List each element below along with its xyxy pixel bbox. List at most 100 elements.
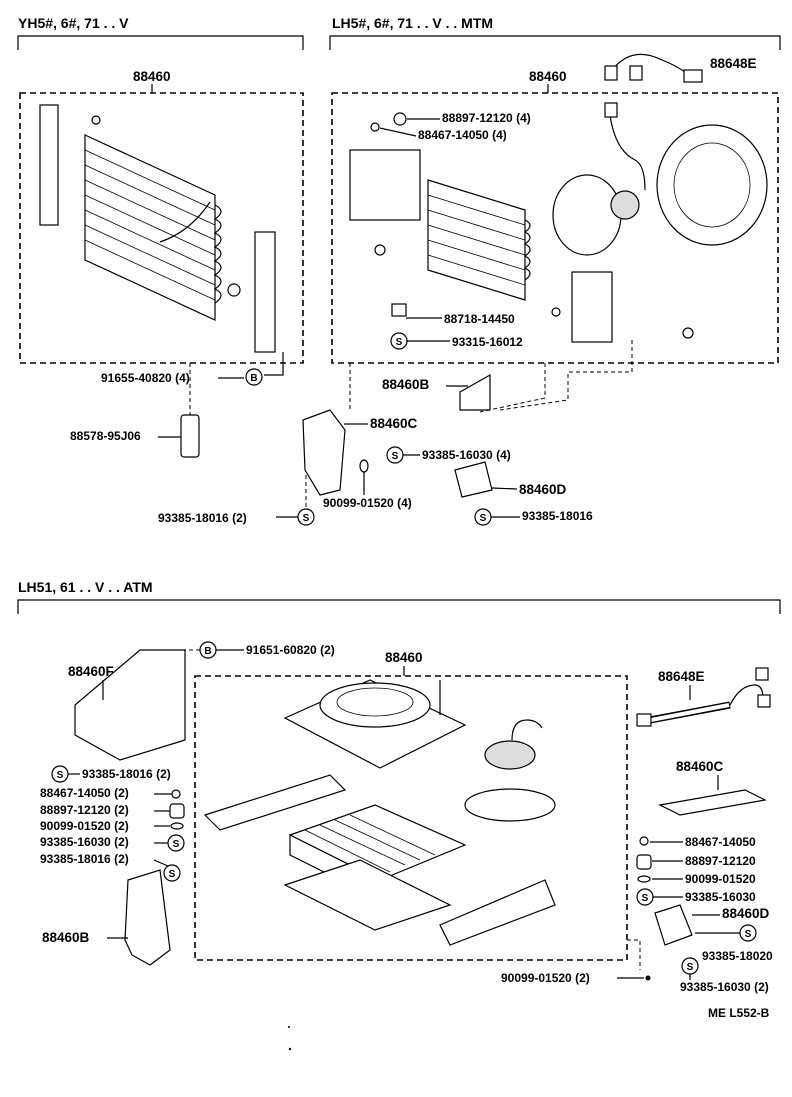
condenser-bends-tl [213,204,222,304]
label-tr-harness: 88648E [710,56,757,71]
side-bracket-tl [39,104,59,226]
label-b-88467: 88467-14050 (2) [40,786,129,800]
harness-wire-bottom [729,684,764,706]
bracket-lower-tr [571,271,613,343]
svg-text:S: S [642,893,649,904]
bolt-icon [91,115,101,125]
label-tr-90099: 90099-01520 (4) [323,496,412,510]
connector-icon [629,65,643,81]
condenser-core-tl [84,134,216,321]
washer-icon [637,875,651,883]
bracket-88460b [459,373,491,411]
speck-mark [288,1047,292,1051]
label-tr-88718: 88718-14450 [444,312,515,326]
svg-text:S: S [392,451,399,462]
dash-tr-88460b [479,363,546,413]
label-b-88648e: 88648E [658,669,705,684]
svg-text:S: S [745,929,752,940]
label-b-90099: 90099-01520 (2) [40,819,129,833]
cushion-icon [393,112,407,126]
label-b-88460c: 88460C [676,759,724,774]
fan-housing-icon [319,682,431,728]
assy-boundary-tr [331,92,779,364]
label-tr-93385-18016-2: 93385-18016 (2) [158,511,247,525]
label-b-93385-16030: 93385-16030 (2) [40,835,129,849]
label-tr-assy: 88460 [529,69,567,84]
symbol-b-tl: B [245,368,263,386]
leader-tl-bolt [264,352,284,376]
label-tr-88460b: 88460B [382,377,430,392]
label-b-88460f: 88460F [68,664,114,679]
connector-icon [757,694,771,708]
bracket-88460c [302,409,346,496]
washer-icon [170,822,184,830]
section-bracket-top-right [329,35,781,50]
label-b-91651: 91651-60820 (2) [246,643,335,657]
label-b-r88467: 88467-14050 [685,835,756,849]
dash-tr-88460b-2 [499,340,633,411]
label-b-88897: 88897-12120 (2) [40,803,129,817]
leader-tr-88460d [491,487,518,490]
bracket-upper-bottom [203,774,347,831]
label-b-assy: 88460 [385,650,423,665]
symbol-s: S [163,864,181,882]
label-b-93385-18016-a: 93385-18016 (2) [82,767,171,781]
svg-text:S: S [480,513,487,524]
svg-text:S: S [303,513,310,524]
section-bracket-top-left [17,35,304,50]
symbol-s: S [386,446,404,464]
label-tr-88467: 88467-14050 (4) [418,128,507,142]
figure-code: ME L552-B [708,1006,770,1020]
fan-blade-icon [464,788,556,822]
cushion-icon [374,244,386,256]
symbol-s: S [474,508,492,526]
svg-text:B: B [250,373,257,384]
condenser-tr [427,179,531,301]
condenser-tray-bottom [283,859,452,931]
motor-wire-bottom [511,719,543,741]
svg-text:S: S [687,962,694,973]
label-tl-bolt: 91655-40820 (4) [101,371,190,385]
symbol-s: S [739,924,757,942]
symbol-s: S [681,957,699,975]
label-tl-assy: 88460 [133,69,171,84]
symbol-s: S [636,888,654,906]
symbol-s: S [297,508,315,526]
assy-boundary-tl [19,92,304,364]
label-tr-88897: 88897-12120 (4) [442,111,531,125]
connector-icon [604,65,618,81]
label-b-93385-18016-b: 93385-18016 (2) [40,852,129,866]
condenser-pipe-tl [159,201,211,243]
bracket-88460f [74,649,186,761]
section-title-top-right: LH5#, 6#, 71 . . V . . MTM [332,15,493,31]
bracket-88460d-bottom [654,904,693,946]
symbol-b-bottom: B [199,641,217,659]
connector-icon [636,713,652,727]
svg-text:B: B [204,646,211,657]
leader-tr-88467 [379,127,417,137]
condenser-tl [39,104,276,353]
collar-icon [370,122,380,132]
label-b-93385-16030-2: 93385-16030 (2) [680,980,769,994]
leader-b-93385-18016-b [153,859,169,867]
drier-cylinder [180,414,200,458]
fan-shroud-tr [656,124,768,246]
cushion-icon [682,327,694,339]
label-b-r88897: 88897-12120 [685,854,756,868]
harness-wire-tr [611,53,693,79]
cushion-icon [169,803,185,819]
bracket-88460b-bottom [124,869,171,966]
section-bracket-bottom [17,599,781,614]
dash-b-90099 [627,939,641,970]
connector-icon [755,667,769,681]
fan-blade-icon [552,174,622,256]
label-b-r93385-16030: 93385-16030 [685,890,756,904]
bracket-lower-bottom [439,879,556,946]
label-tr-88460c: 88460C [370,416,418,431]
label-b-93385-18020: 93385-18020 [702,949,773,963]
fan-motor-icon [484,740,536,770]
label-tr-93385-16030: 93385-16030 (4) [422,448,511,462]
condenser-bends-tr [523,219,531,281]
condenser-bottom [283,804,467,931]
